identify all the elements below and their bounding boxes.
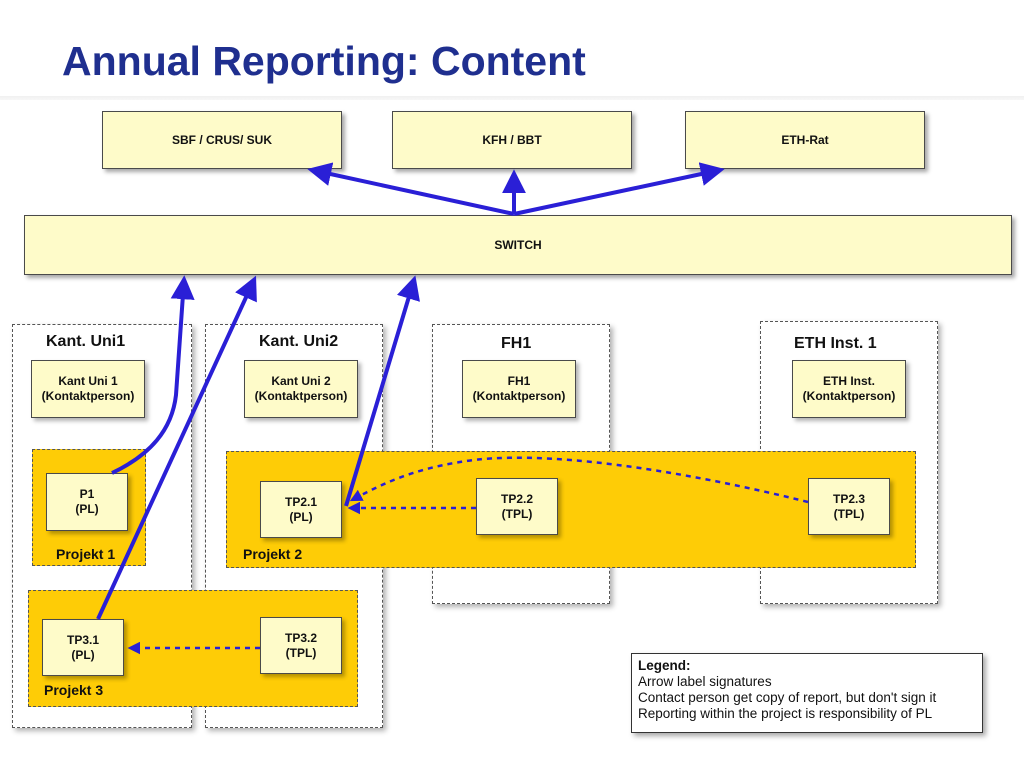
contact-name: ETH Inst. [822,374,875,388]
node-id: TP2.2 [500,491,533,506]
node-tp2-3: TP2.3 (TPL) [808,478,890,535]
node-role: (PL) [71,647,95,662]
contact-role: (Kontaktperson) [802,389,896,403]
node-role: (TPL) [285,645,317,660]
node-id: TP2.1 [284,494,317,509]
node-id: TP3.2 [284,630,317,645]
node-role: (TPL) [501,506,533,521]
page-title: Annual Reporting: Content [62,38,586,84]
contact-role: (Kontaktperson) [254,389,348,403]
contact-role: (Kontaktperson) [472,389,566,403]
contact-role: (Kontaktperson) [41,389,135,403]
legend-box: Legend: Arrow label signatures Contact p… [631,653,983,733]
contact-fh1: FH1 (Kontaktperson) [462,360,576,418]
legend-line-3: Reporting within the project is responsi… [638,706,933,721]
node-tp3-1: TP3.1 (PL) [42,619,124,676]
box-kfh-bbt: KFH / BBT [392,111,632,169]
contact-name: Kant Uni 1 [58,374,118,388]
node-id: TP3.1 [66,632,99,647]
contact-name: FH1 [507,374,531,388]
legend-line-1: Arrow label signatures [638,674,772,689]
node-tp2-1: TP2.1 (PL) [260,481,342,538]
legend-heading: Legend: [638,658,691,673]
node-role: (PL) [289,509,313,524]
box-switch: SWITCH [24,215,1012,275]
contact-kant-uni1: Kant Uni 1 (Kontaktperson) [31,360,145,418]
project-1-label: Projekt 1 [56,546,116,562]
node-tp3-2: TP3.2 (TPL) [260,617,342,674]
project-2-label: Projekt 2 [243,546,303,562]
node-tp2-2: TP2.2 (TPL) [476,478,558,535]
legend-line-2: Contact person get copy of report, but d… [638,690,937,705]
box-eth-rat: ETH-Rat [685,111,925,169]
node-role: (TPL) [833,506,865,521]
institution-label-fh1: FH1 [501,335,532,352]
contact-name: Kant Uni 2 [271,374,331,388]
project-3-label: Projekt 3 [44,682,104,698]
contact-kant-uni2: Kant Uni 2 (Kontaktperson) [244,360,358,418]
node-id: P1 [79,487,95,501]
box-sbf-crus-suk: SBF / CRUS/ SUK [102,111,342,169]
institution-label-eth-inst-1: ETH Inst. 1 [794,335,877,352]
node-p1: P1 (PL) [46,473,128,531]
node-role: (PL) [75,502,99,516]
node-id: TP2.3 [832,491,865,506]
contact-eth-inst-1: ETH Inst. (Kontaktperson) [792,360,906,418]
institution-label-kant-uni2: Kant. Uni2 [259,333,339,350]
institution-label-kant-uni1: Kant. Uni1 [46,333,126,350]
